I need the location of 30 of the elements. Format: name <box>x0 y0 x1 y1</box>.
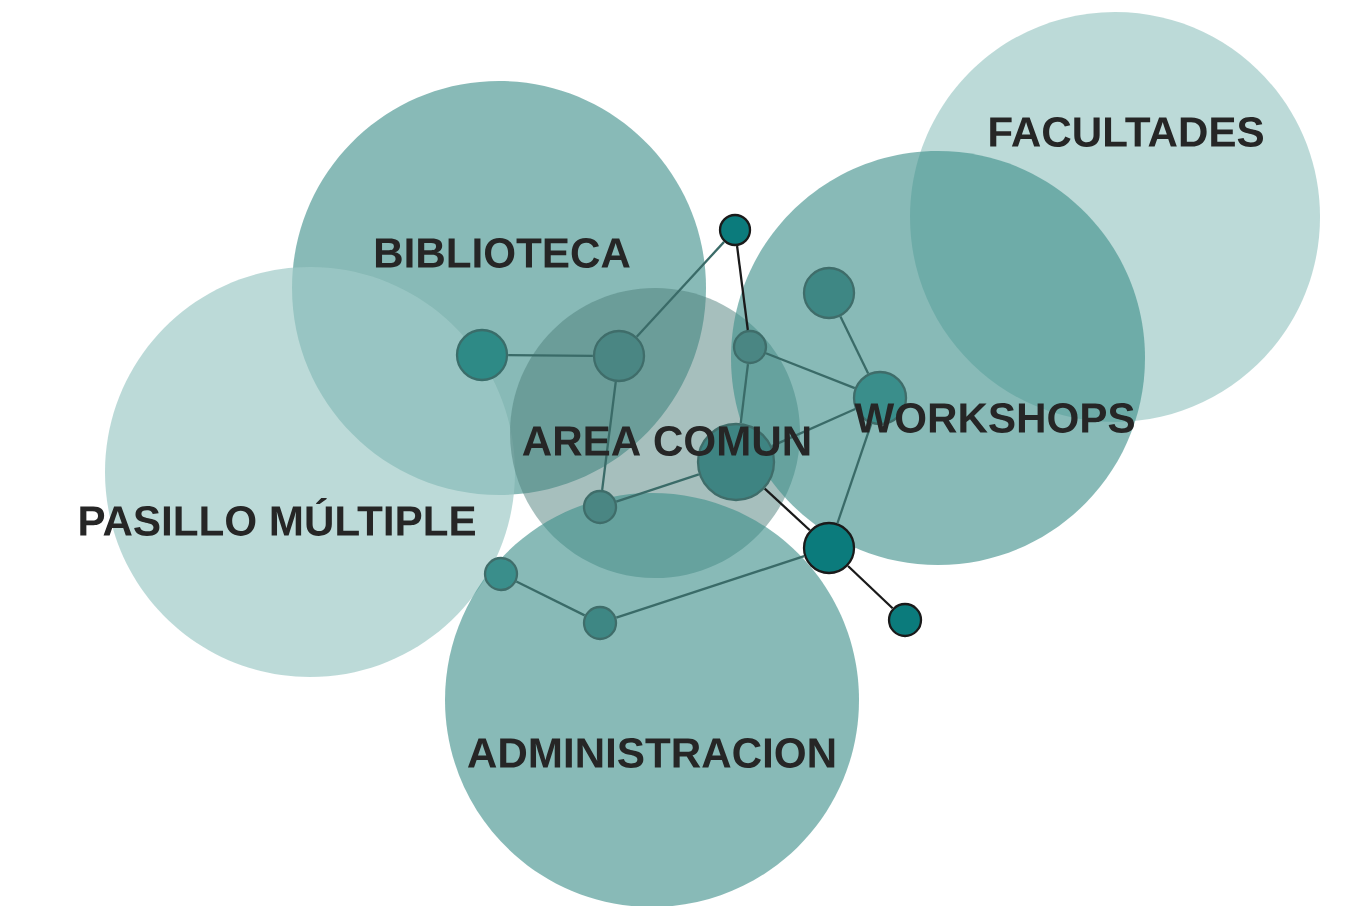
connector-line <box>735 245 749 331</box>
network-dot <box>483 556 519 592</box>
zone-label: PASILLO MÚLTIPLE <box>80 498 475 536</box>
network-dot <box>887 602 923 638</box>
connector-line <box>836 423 873 524</box>
connector-line <box>515 580 586 617</box>
network-dot <box>582 605 618 641</box>
connector-line <box>739 363 750 424</box>
connector-line <box>635 241 725 338</box>
network-dot <box>718 213 752 247</box>
network-dot <box>732 329 768 365</box>
network-dot <box>592 329 646 383</box>
network-dot <box>802 521 856 575</box>
connector-line <box>615 473 700 503</box>
network-dot <box>582 489 618 525</box>
network-dot <box>455 328 509 382</box>
connector-line <box>615 555 805 619</box>
zone-label: WORKSHOPS <box>854 403 1134 433</box>
connector-line <box>508 354 593 357</box>
connector-line <box>601 381 617 491</box>
connector-line <box>763 487 811 532</box>
network-dot <box>802 266 856 320</box>
zone-label: AREA COMUN <box>522 426 810 456</box>
connector-line <box>771 407 856 448</box>
zone-label: ADMINISTRACION <box>467 738 835 768</box>
connector-line <box>839 316 870 375</box>
zone-label: BIBLIOTECA <box>375 238 630 268</box>
zone-label: FACULTADES <box>990 117 1263 147</box>
connector-line <box>765 352 856 390</box>
connector-line <box>847 565 894 610</box>
